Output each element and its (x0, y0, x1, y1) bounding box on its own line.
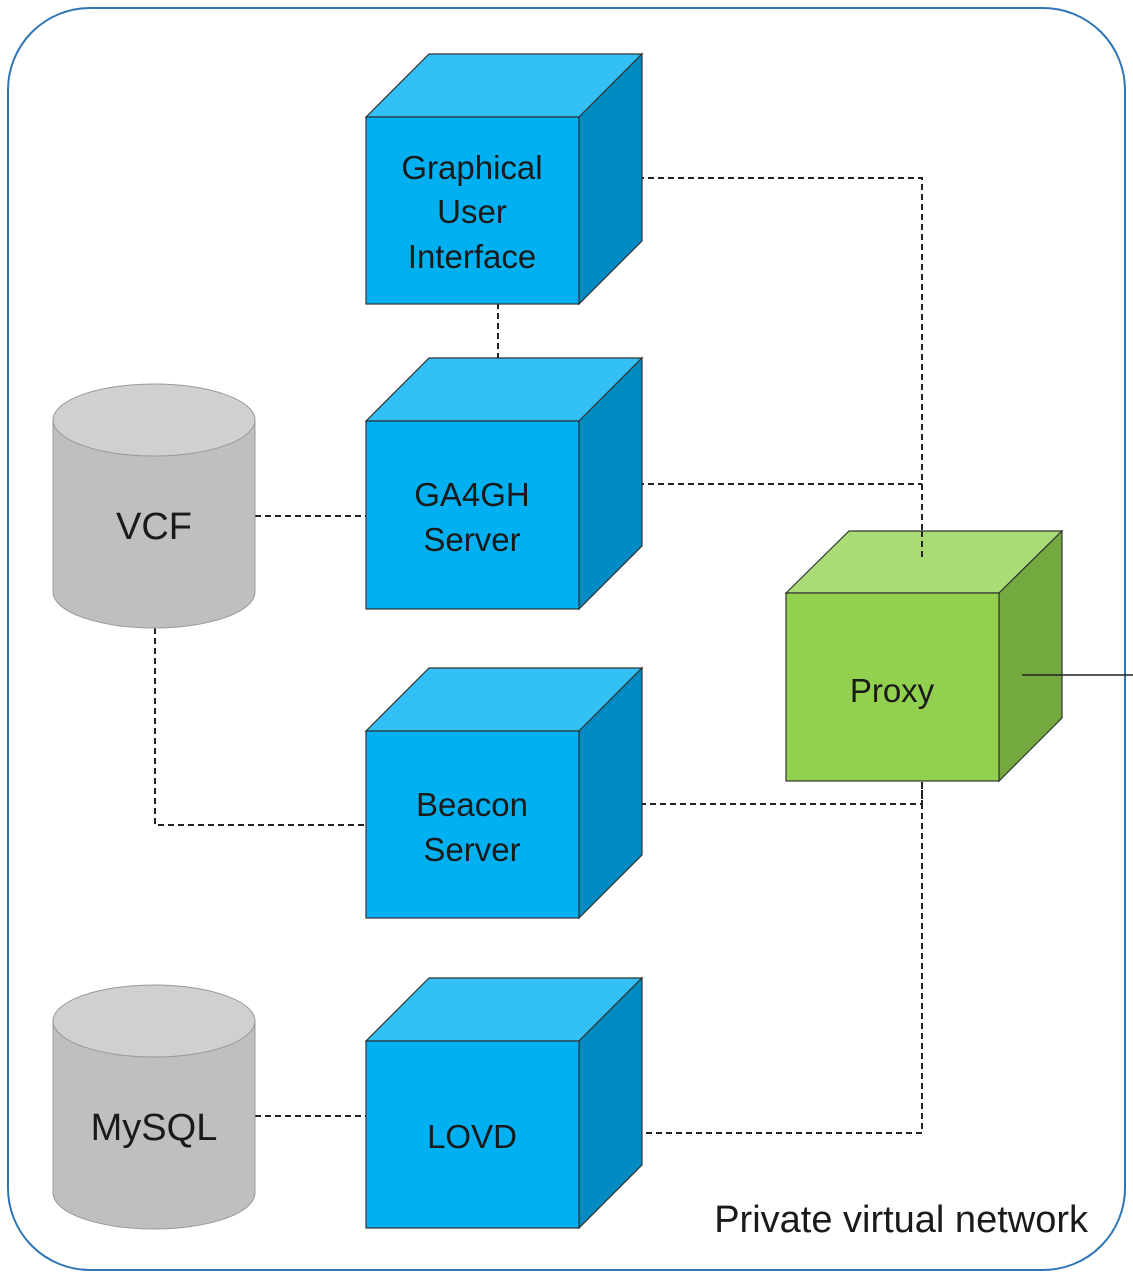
connector-gui-proxy (628, 177, 923, 560)
connector-beacon-proxy (610, 782, 923, 805)
vcf-database-node[interactable]: VCF (52, 383, 256, 629)
lovd-label: LOVD (427, 1118, 517, 1155)
cylinder-body (52, 1020, 256, 1230)
gui-label-line-3: Interface (408, 238, 536, 275)
mysql-database-node[interactable]: MySQL (52, 984, 256, 1230)
proxy-label: Proxy (850, 672, 935, 709)
private-network-label: Private virtual network (714, 1199, 1089, 1241)
cube-front (785, 592, 1000, 782)
cylinder-top (52, 383, 256, 457)
beacon-label-line-2: Server (423, 831, 520, 868)
beacon-label-line-1: Beacon (416, 786, 528, 823)
connector-lovd-proxy (616, 782, 923, 1134)
cube-front (365, 116, 580, 305)
lovd-server-node[interactable]: LOVD (364, 976, 644, 1230)
connectors (154, 177, 1133, 1134)
cube-front (365, 420, 580, 610)
private-network-boundary (7, 7, 1126, 1271)
cylinder-body (52, 419, 256, 629)
cube-front (365, 1040, 580, 1229)
mysql-label: MySQL (91, 1107, 218, 1149)
ga4gh-server-node[interactable]: GA4GH Server (364, 356, 644, 611)
proxy-node[interactable]: Proxy (784, 529, 1064, 783)
connector-vcf-beacon (154, 628, 366, 826)
ga4gh-label-line-1: GA4GH (414, 476, 530, 513)
gui-label-line-1: Graphical (401, 149, 542, 186)
cube-front (365, 730, 580, 919)
ga4gh-label-line-2: Server (423, 521, 520, 558)
gui-label-line-2: User (437, 193, 507, 230)
cylinder-top (52, 984, 256, 1058)
beacon-server-node[interactable]: Beacon Server (364, 666, 644, 920)
vcf-label: VCF (116, 506, 192, 548)
gui-server-node[interactable]: Graphical User Interface (364, 52, 644, 306)
